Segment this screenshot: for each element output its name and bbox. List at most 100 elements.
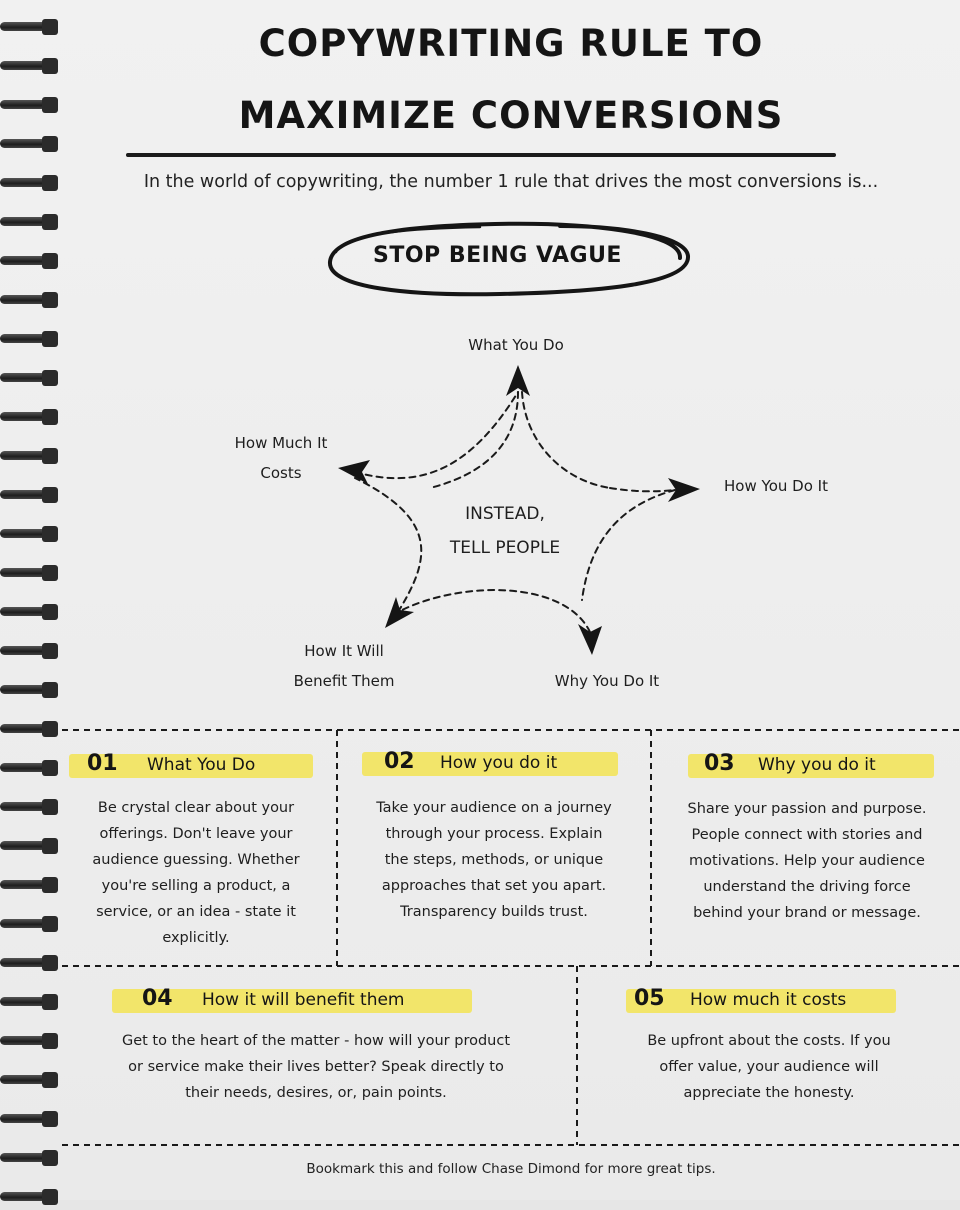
arrow-benefit	[354, 477, 423, 613]
spiral-ring	[0, 759, 58, 781]
spiral-ring	[0, 447, 58, 469]
arrow-what	[429, 391, 519, 489]
spiral-ring	[0, 954, 58, 976]
box-line: behind your brand or message.	[693, 905, 921, 921]
box-number: 03	[704, 751, 735, 776]
intro-text: In the world of copywriting, the number …	[143, 172, 879, 192]
box-02-body: Take your audience on a journey through …	[344, 795, 644, 925]
spiral-ring	[0, 837, 58, 859]
ring-hole	[42, 838, 58, 854]
title-underline	[126, 153, 836, 157]
spiral-ring	[0, 408, 58, 430]
center-instruction: INSTEAD, TELL PEOPLE	[420, 497, 590, 565]
ring-wire	[0, 100, 46, 109]
spiral-ring	[0, 525, 58, 547]
ring-wire	[0, 880, 46, 889]
box-number: 05	[634, 986, 665, 1011]
center-line-1: INSTEAD,	[465, 504, 545, 524]
box-line: Get to the heart of the matter - how wil…	[121, 1033, 511, 1049]
ring-hole	[42, 526, 58, 542]
ring-hole	[42, 292, 58, 308]
highlighter-mark	[688, 754, 934, 778]
box-line: their needs, desires, or, pain points.	[185, 1085, 447, 1101]
node-why-you-do-it: Why You Do It	[554, 672, 660, 690]
ring-hole	[42, 58, 58, 74]
ring-hole	[42, 487, 58, 503]
ring-wire	[0, 529, 46, 538]
ring-wire	[0, 178, 46, 187]
ring-wire	[0, 997, 46, 1006]
stop-being-vague-label: STOP BEING VAGUE	[373, 243, 622, 268]
ring-wire	[0, 1153, 46, 1162]
node-benefit-line2: Benefit Them	[293, 672, 395, 690]
spiral-ring	[0, 993, 58, 1015]
ring-wire	[0, 22, 46, 31]
ring-wire	[0, 841, 46, 850]
node-cost-line1: How Much It	[234, 434, 328, 452]
ring-hole	[42, 331, 58, 347]
box-number: 01	[87, 751, 118, 776]
ring-wire	[0, 607, 46, 616]
box-02-heading: 02 How you do it	[362, 749, 618, 777]
spiral-ring	[0, 876, 58, 898]
ring-wire	[0, 373, 46, 382]
ring-wire	[0, 1075, 46, 1084]
arrowhead-up	[506, 365, 530, 396]
ring-wire	[0, 1036, 46, 1045]
node-how-you-do-it: How You Do It	[724, 477, 828, 495]
arrow-what-b	[521, 391, 611, 489]
box-04-heading: 04 How it will benefit them	[112, 986, 472, 1014]
arrowhead-left	[338, 460, 370, 484]
spiral-ring	[0, 642, 58, 664]
ring-hole	[42, 448, 58, 464]
box-number: 04	[142, 986, 173, 1011]
box-line: offer value, your audience will	[659, 1059, 879, 1075]
ring-hole	[42, 721, 58, 737]
ring-wire	[0, 568, 46, 577]
spiral-ring	[0, 564, 58, 586]
ring-wire	[0, 334, 46, 343]
box-line: appreciate the honesty.	[683, 1085, 855, 1101]
ring-wire	[0, 490, 46, 499]
spiral-ring	[0, 915, 58, 937]
highlighter-mark	[69, 754, 313, 778]
box-number: 02	[384, 749, 415, 774]
ring-hole	[42, 877, 58, 893]
ring-hole	[42, 1111, 58, 1127]
node-benefit-line1: How It Will	[304, 642, 384, 660]
ring-hole	[42, 175, 58, 191]
box-title: How you do it	[440, 753, 558, 773]
node-what-you-do: What You Do	[468, 336, 564, 354]
spiral-ring	[0, 681, 58, 703]
ring-wire	[0, 217, 46, 226]
ring-hole	[42, 214, 58, 230]
spiral-ring	[0, 1071, 58, 1093]
box-line: motivations. Help your audience	[689, 853, 925, 869]
box-04-body: Get to the heart of the matter - how wil…	[66, 1028, 566, 1106]
ring-hole	[42, 955, 58, 971]
box-line: approaches that set you apart.	[381, 878, 607, 894]
spiral-ring	[0, 291, 58, 313]
ring-hole	[42, 916, 58, 932]
title-line-2: MAXIMIZE CONVERSIONS	[238, 94, 784, 137]
box-line: Be crystal clear about your	[97, 800, 295, 816]
ring-hole	[42, 682, 58, 698]
box-line: audience guessing. Whether	[92, 852, 300, 868]
ring-hole	[42, 409, 58, 425]
box-line: service, or an idea - state it	[96, 904, 296, 920]
ring-wire	[0, 724, 46, 733]
ring-wire	[0, 646, 46, 655]
box-line: Be upfront about the costs. If you	[647, 1033, 891, 1049]
box-line: explicitly.	[162, 930, 230, 946]
spiral-ring	[0, 174, 58, 196]
box-line: understand the driving force	[703, 879, 911, 895]
title-line-1: COPYWRITING RULE TO	[258, 22, 764, 65]
ring-hole	[42, 19, 58, 35]
ring-wire	[0, 802, 46, 811]
arrow-cost	[354, 391, 519, 480]
ring-hole	[42, 136, 58, 152]
highlighter-mark	[626, 989, 896, 1013]
ring-wire	[0, 685, 46, 694]
